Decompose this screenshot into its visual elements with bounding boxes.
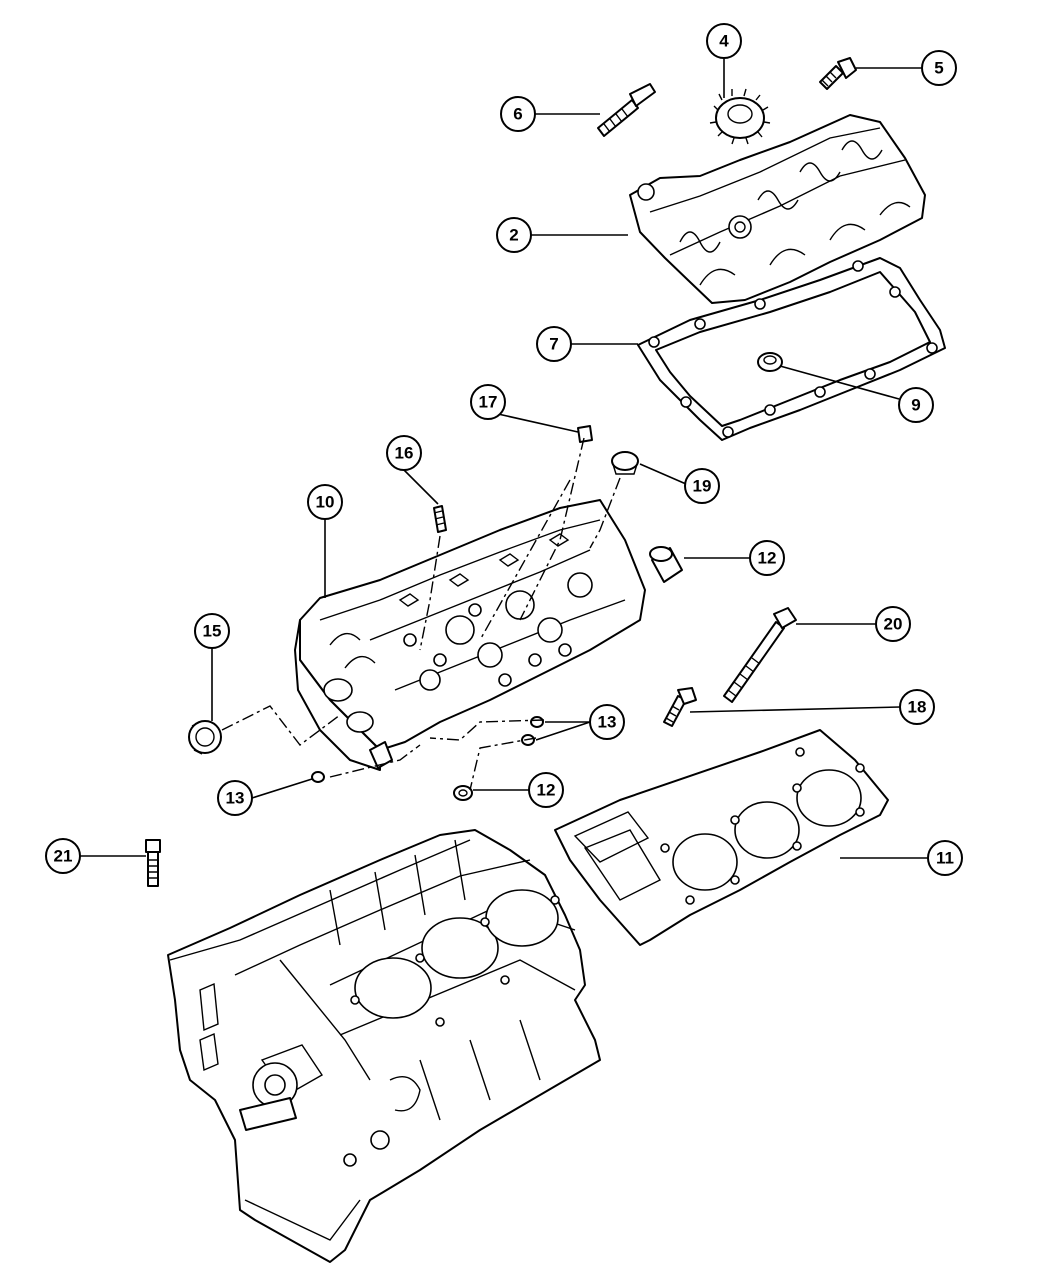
- callout-13-right: 13: [589, 704, 625, 740]
- callout-label-5: 5: [934, 59, 943, 78]
- spark-plug-well-seal[interactable]: [611, 451, 639, 475]
- callout-11: 11: [927, 840, 963, 876]
- core-plug[interactable]: [453, 785, 473, 801]
- head-bolt-short[interactable]: [663, 687, 697, 727]
- callout-2: 2: [496, 217, 532, 253]
- spark-plug-tube-seal[interactable]: [757, 352, 783, 372]
- callout-label-21: 21: [54, 847, 73, 866]
- callout-label-4: 4: [719, 32, 729, 51]
- head-plug[interactable]: [577, 425, 593, 443]
- callout-12-upper: 12: [749, 540, 785, 576]
- callout-label-6: 6: [513, 105, 522, 124]
- callout-label-7: 7: [549, 335, 558, 354]
- callout-10: 10: [307, 484, 343, 520]
- callout-label-18: 18: [908, 698, 927, 717]
- dowel-pin[interactable]: [433, 505, 447, 533]
- callout-9: 9: [898, 387, 934, 423]
- callout-6: 6: [500, 96, 536, 132]
- callout-15: 15: [194, 613, 230, 649]
- callout-label-10: 10: [316, 493, 335, 512]
- cam-bore-plug[interactable]: [649, 546, 683, 583]
- callout-19: 19: [684, 468, 720, 504]
- callout-17: 17: [470, 384, 506, 420]
- callout-label-12-upper: 12: [758, 549, 777, 568]
- callout-label-12-lower: 12: [537, 781, 556, 800]
- valve-cover-stud[interactable]: [597, 83, 656, 137]
- callout-label-17: 17: [479, 393, 498, 412]
- callout-label-15: 15: [203, 622, 222, 641]
- cylinder-head-gasket[interactable]: [554, 729, 889, 946]
- valve-cover-bolt[interactable]: [819, 57, 857, 90]
- callout-leaders: [79, 59, 928, 859]
- callout-13-left: 13: [217, 780, 253, 816]
- engine-block[interactable]: [167, 829, 601, 1263]
- callout-20: 20: [875, 606, 911, 642]
- callout-label-16: 16: [395, 444, 414, 463]
- callout-12-lower: 12: [528, 772, 564, 808]
- callout-18: 18: [899, 689, 935, 725]
- callout-label-20: 20: [884, 615, 903, 634]
- callout-4: 4: [706, 23, 742, 59]
- callout-label-13-left: 13: [226, 789, 245, 808]
- cylinder-head[interactable]: [294, 499, 646, 771]
- callout-label-13-right: 13: [598, 713, 617, 732]
- callout-label-19: 19: [693, 477, 712, 496]
- callout-5: 5: [921, 50, 957, 86]
- callout-21: 21: [45, 838, 81, 874]
- callout-label-9: 9: [911, 396, 920, 415]
- oil-filler-cap[interactable]: [709, 88, 771, 145]
- callout-label-11: 11: [936, 849, 954, 868]
- assembly-lines: [221, 437, 621, 791]
- camshaft-seal[interactable]: [188, 720, 222, 755]
- valve-cover-gasket[interactable]: [637, 257, 946, 441]
- callout-7: 7: [536, 326, 572, 362]
- block-stud[interactable]: [145, 839, 161, 887]
- callout-label-2: 2: [509, 226, 518, 245]
- head-bolt-long[interactable]: [723, 607, 797, 703]
- callout-16: 16: [386, 435, 422, 471]
- valve-cover[interactable]: [629, 114, 926, 304]
